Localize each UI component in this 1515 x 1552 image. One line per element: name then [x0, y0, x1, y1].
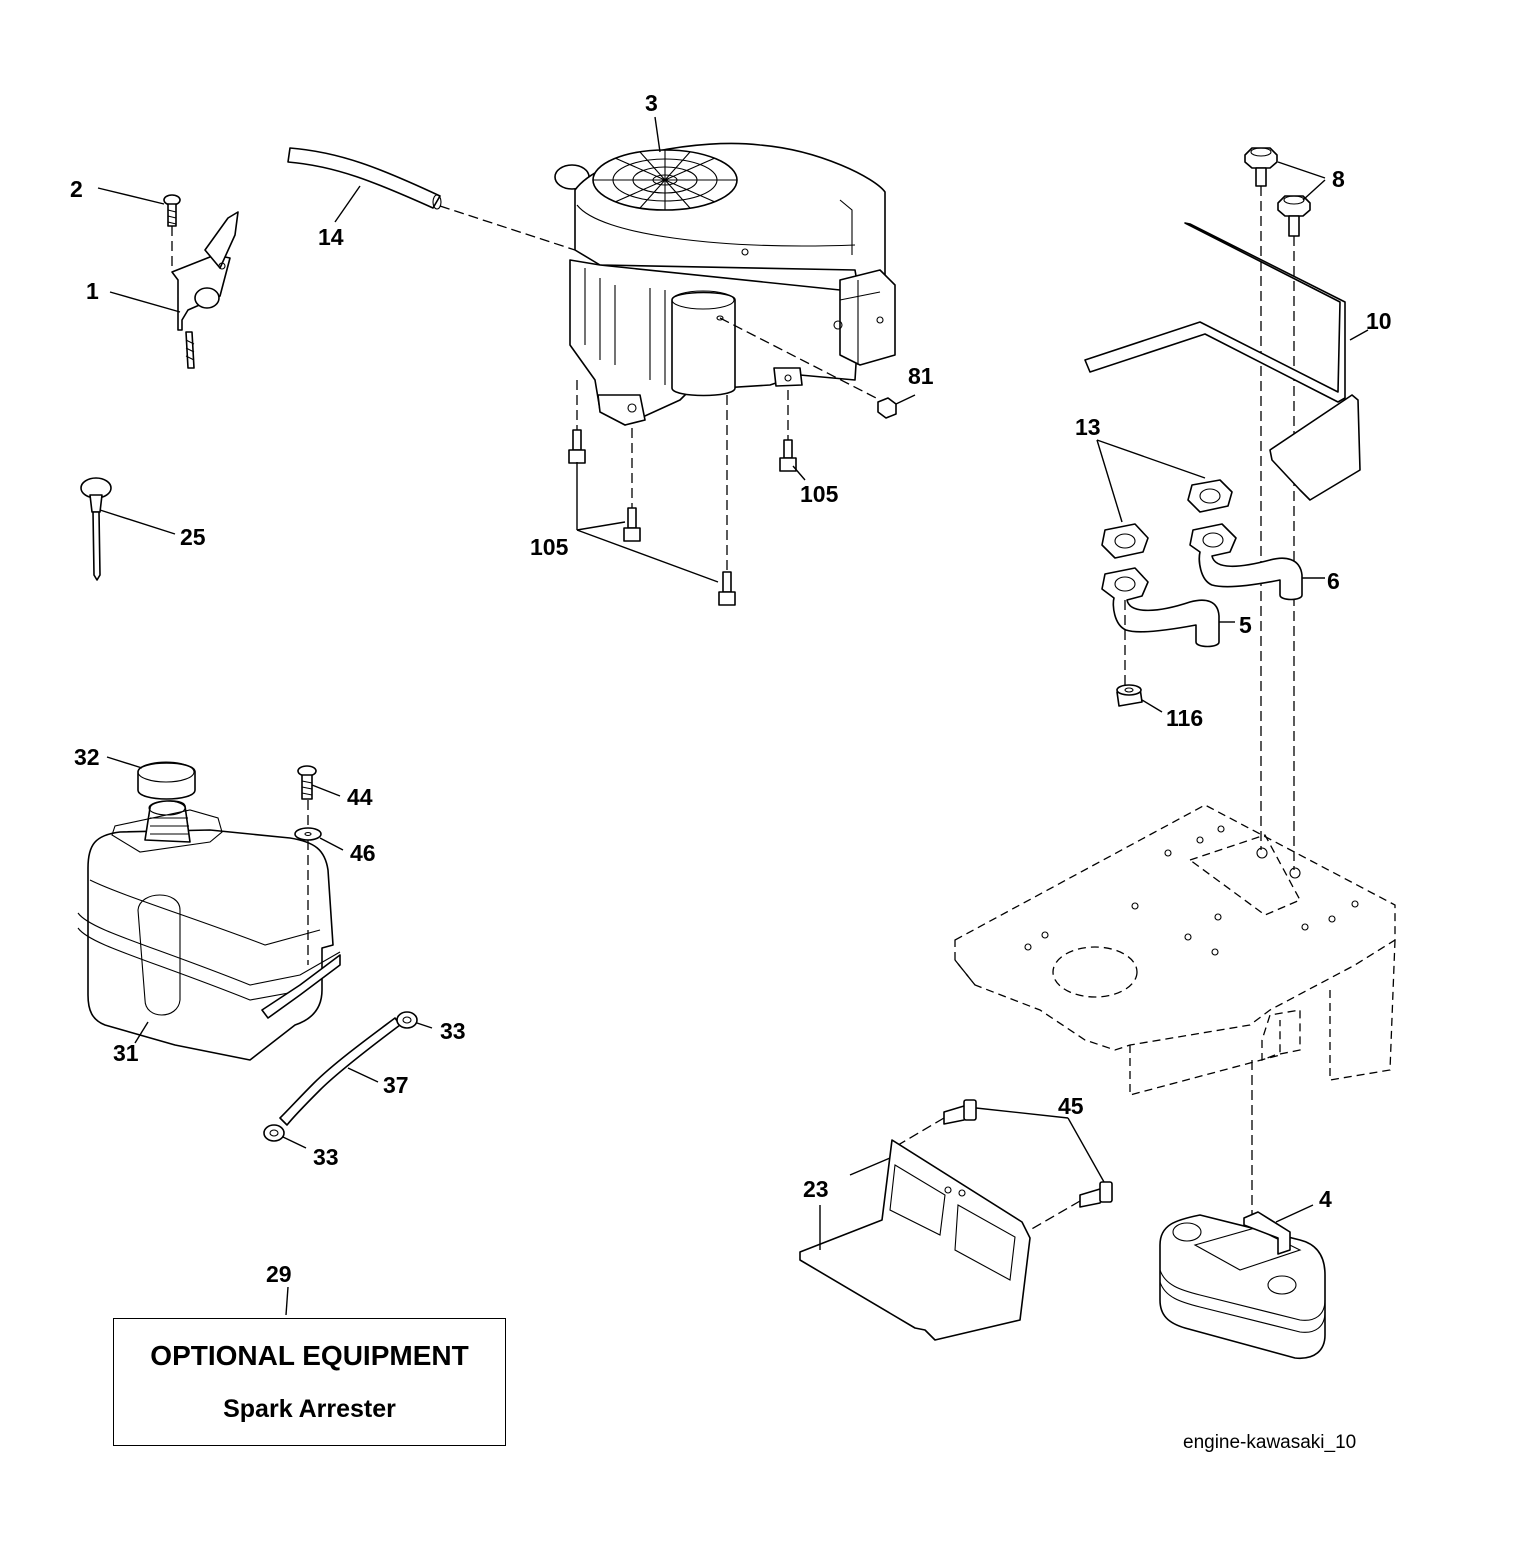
part-45-bolts	[892, 1099, 1113, 1231]
callout-33-bottom: 33	[313, 1144, 339, 1170]
leader-3	[654, 116, 661, 153]
callout-105-left: 105	[530, 534, 569, 560]
callout-116: 116	[1166, 705, 1203, 731]
part-25-choke-cable	[80, 477, 176, 581]
part-10-heat-shield	[1084, 222, 1369, 501]
part-8-screws	[1244, 147, 1326, 870]
part-116-nut	[1116, 684, 1163, 713]
callout-44: 44	[347, 784, 373, 810]
callout-3: 3	[645, 90, 658, 116]
chassis-frame-ghost	[954, 804, 1396, 1215]
callout-13: 13	[1075, 414, 1101, 440]
callout-8: 8	[1332, 166, 1345, 192]
part-23-muffler-shield	[799, 1139, 1031, 1341]
leader-29	[285, 1286, 289, 1316]
callout-5: 5	[1239, 612, 1252, 638]
part-1-throttle-control	[109, 211, 239, 369]
callout-105-right: 105	[800, 481, 839, 507]
part-13-gaskets	[1096, 439, 1233, 559]
callout-33-top: 33	[440, 1018, 466, 1044]
part-32-fuel-cap	[106, 756, 196, 800]
callout-45: 45	[1058, 1093, 1084, 1119]
optional-equipment-box: OPTIONAL EQUIPMENT Spark Arrester	[113, 1318, 506, 1446]
diagram-caption: engine-kawasaki_10	[1183, 1432, 1357, 1453]
part-44-screw	[297, 765, 341, 800]
part-2-screw	[97, 187, 181, 268]
part-14-fuel-hose	[287, 147, 576, 251]
callout-81: 81	[908, 363, 934, 389]
callout-25: 25	[180, 524, 206, 550]
part-81-nut	[877, 394, 916, 419]
callout-10: 10	[1366, 308, 1392, 334]
optional-equipment-title: OPTIONAL EQUIPMENT	[150, 1340, 469, 1371]
part-3-engine	[554, 142, 896, 426]
leader-14	[334, 185, 361, 223]
part-31-fuel-tank	[77, 800, 341, 1061]
callout-1: 1	[86, 278, 99, 304]
callout-14: 14	[318, 224, 344, 250]
part-4-muffler	[1159, 1204, 1326, 1360]
part-105-bolts	[568, 380, 806, 606]
callout-46: 46	[350, 840, 376, 866]
part-33-clamps	[263, 1011, 433, 1149]
callout-6: 6	[1327, 568, 1340, 594]
part-5-exhaust-pipe	[1101, 567, 1235, 685]
part-6-exhaust-pipe	[1189, 523, 1325, 601]
callout-23: 23	[803, 1176, 829, 1202]
callout-37: 37	[383, 1072, 409, 1098]
part-37-fuel-line	[279, 1017, 401, 1126]
callout-4: 4	[1319, 1186, 1332, 1212]
callout-2: 2	[70, 176, 83, 202]
part-46-washer	[294, 800, 344, 965]
callout-29: 29	[266, 1261, 292, 1287]
callout-31: 31	[113, 1040, 139, 1066]
optional-equipment-subtitle: Spark Arrester	[223, 1395, 396, 1423]
callout-32: 32	[74, 744, 100, 770]
